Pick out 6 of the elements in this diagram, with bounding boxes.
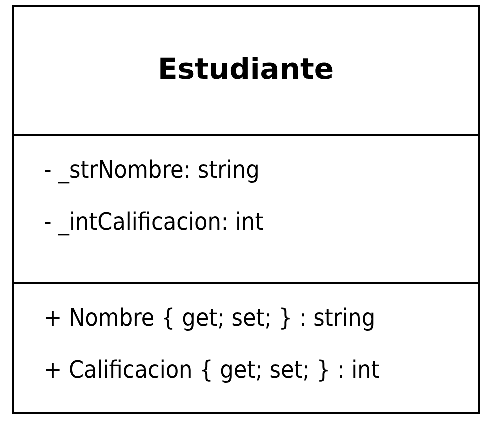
class-name: Estudiante bbox=[156, 52, 336, 86]
class-box bbox=[12, 5, 480, 414]
operation-text: + Calificacion { get; set; } : int bbox=[44, 356, 380, 384]
operation-text: + Nombre { get; set; } : string bbox=[44, 304, 376, 332]
attribute-text: - _intCalificacion: int bbox=[44, 208, 264, 236]
attribute-text: - _strNombre: string bbox=[44, 156, 260, 184]
